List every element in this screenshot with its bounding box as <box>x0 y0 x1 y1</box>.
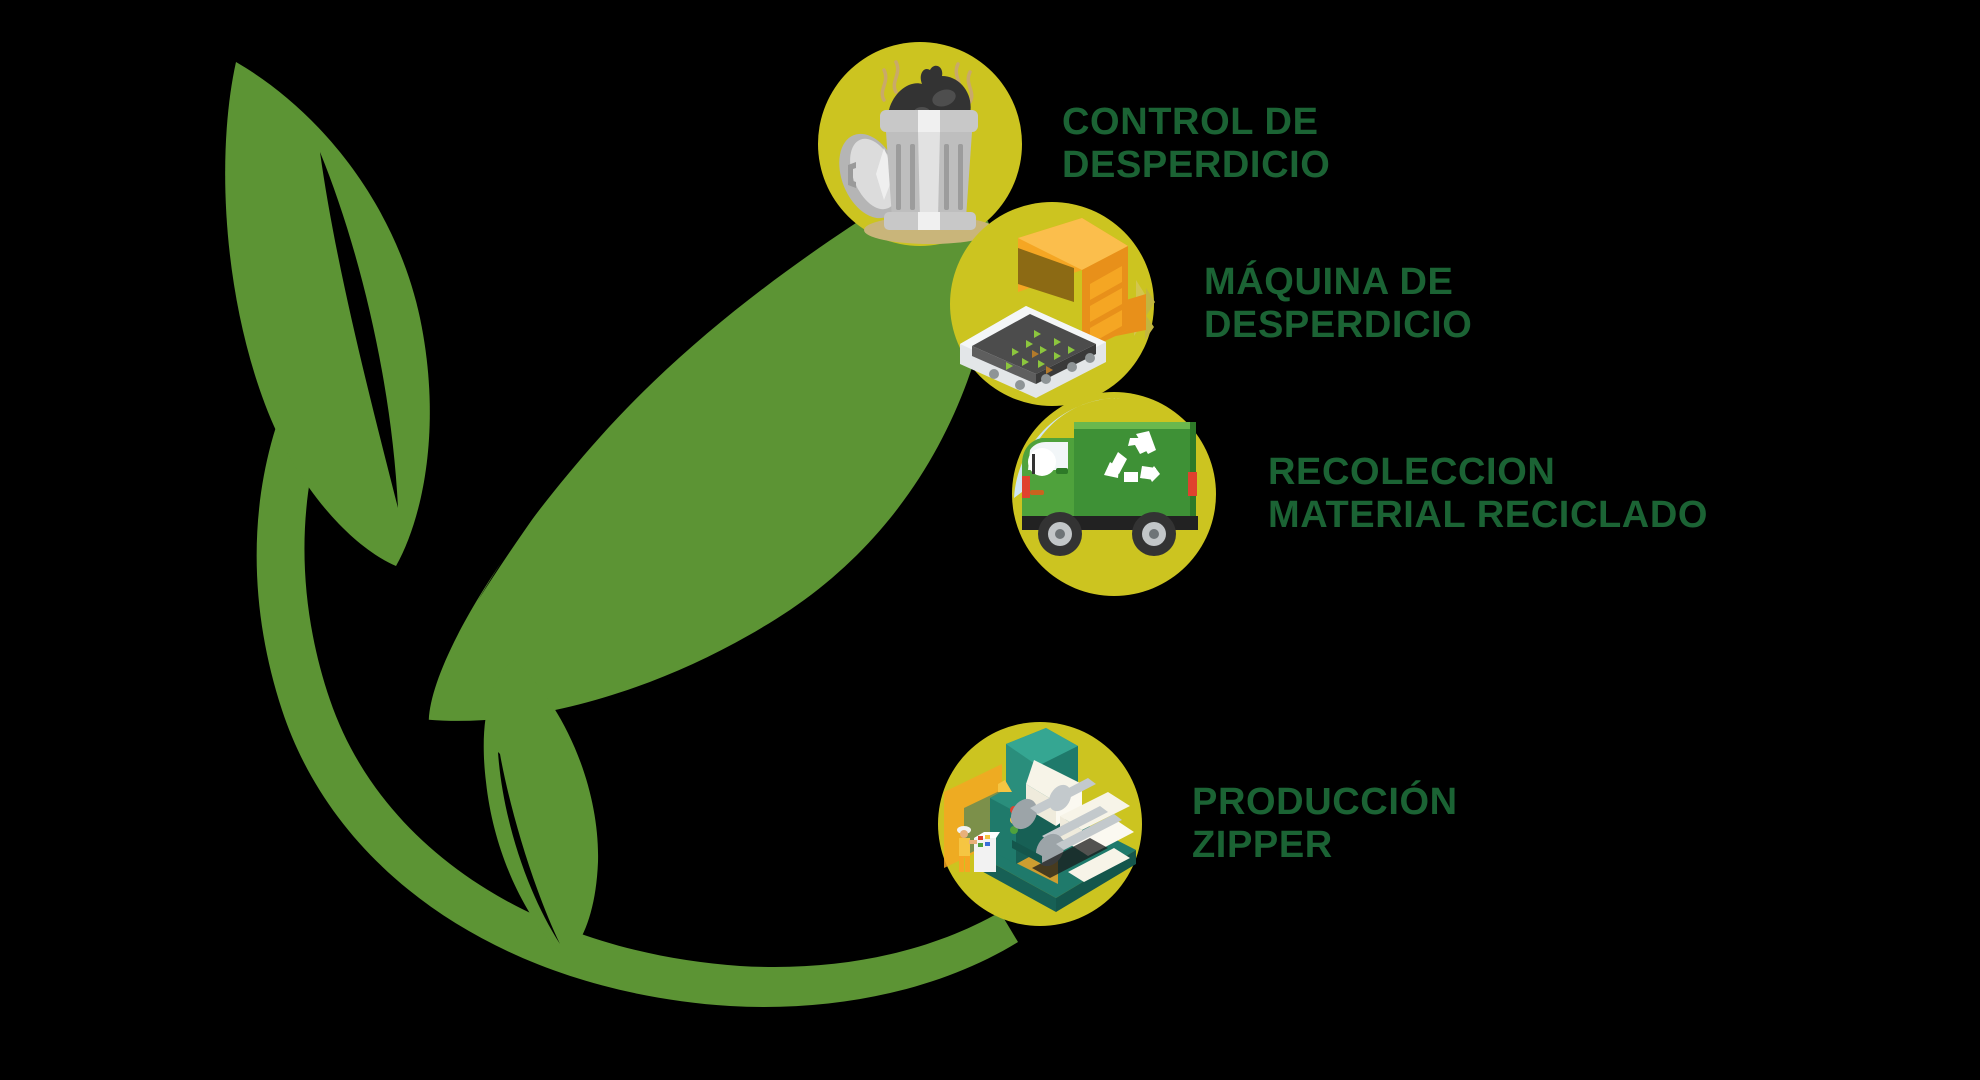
step-1-badge <box>818 42 1022 246</box>
press-rollers <box>1010 778 1122 867</box>
leaf-lower <box>483 660 599 958</box>
step-2-badge <box>950 202 1155 406</box>
leaf-upper-left-vein <box>320 152 398 508</box>
leaf-upper-left-blade <box>225 62 430 566</box>
machine-mouth <box>1018 248 1074 302</box>
recycling-truck-icon <box>1014 397 1198 556</box>
step-control-de-desperdicio[interactable]: CONTROL DE DESPERDICIO <box>818 42 1330 246</box>
machine-leg <box>1012 840 1042 864</box>
step-2-label: MÁQUINA DE DESPERDICIO <box>1204 261 1473 346</box>
box-tail-light <box>1188 472 1197 496</box>
truck-cab <box>1022 438 1074 518</box>
warning-triangle <box>998 780 1012 792</box>
truck-wheels <box>1038 512 1176 556</box>
step-3-label: RECOLECCION MATERIAL RECICLADO <box>1268 451 1709 536</box>
step-4-label: PRODUCCIÓN ZIPPER <box>1192 781 1458 866</box>
operator-figure <box>957 826 977 872</box>
console-buttons <box>978 835 990 847</box>
side-mirror <box>1032 454 1035 474</box>
can-ribs <box>896 144 963 210</box>
leaf-main-right-blade <box>428 177 996 721</box>
step-produccion-zipper[interactable]: PRODUCCIÓN ZIPPER <box>938 722 1458 926</box>
cab-handle <box>1056 468 1068 474</box>
cab-side-light <box>1022 476 1030 498</box>
leaf-main-right <box>428 177 996 721</box>
operator-and-console <box>957 826 1000 872</box>
conveyor <box>960 306 1106 398</box>
housing-panels <box>1090 266 1122 344</box>
machine-base-right <box>1056 850 1136 912</box>
machine-bed <box>1032 838 1108 878</box>
can-rim <box>880 110 978 132</box>
recycle-symbol <box>1104 431 1160 482</box>
step-1-label: CONTROL DE DESPERDICIO <box>1062 101 1331 186</box>
can-lid <box>839 133 901 219</box>
leaf-lower-blade <box>483 660 599 958</box>
machine-housing <box>1018 218 1128 352</box>
step-3-badge <box>1012 392 1216 596</box>
trash-can-icon <box>839 60 996 244</box>
step-recoleccion-material-reciclado[interactable]: RECOLECCION MATERIAL RECICLADO <box>1012 392 1708 596</box>
zipper-production-machine-icon <box>944 728 1136 912</box>
cab-indicator <box>1030 490 1044 495</box>
leaf-upper-left <box>225 62 430 566</box>
step-4-badge <box>938 722 1142 926</box>
can-body <box>884 132 976 230</box>
step-maquina-de-desperdicio[interactable]: MÁQUINA DE DESPERDICIO <box>950 202 1472 406</box>
belt-waste-chips <box>1006 330 1075 374</box>
conveyor-rollers <box>989 353 1095 390</box>
truck-box <box>1074 422 1197 518</box>
lid-handle <box>848 162 856 188</box>
waste-conveyor-machine-icon <box>960 218 1155 398</box>
